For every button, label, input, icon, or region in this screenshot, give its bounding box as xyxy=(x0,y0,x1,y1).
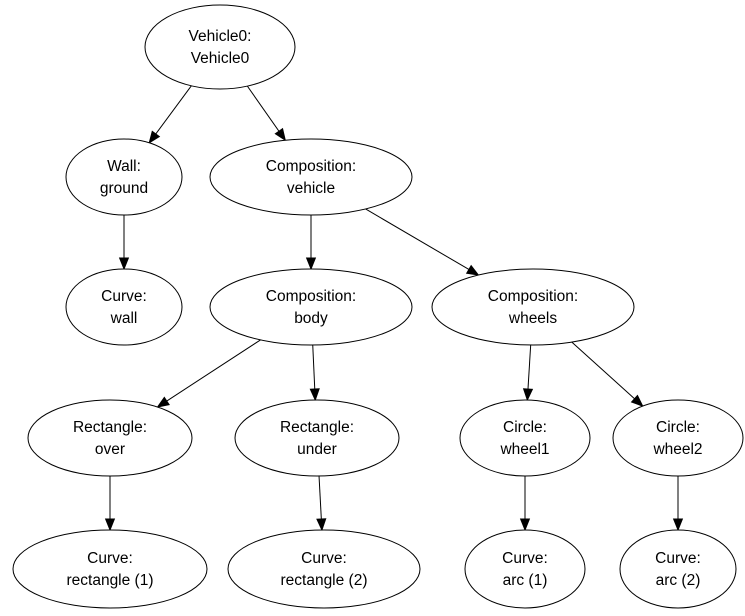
edge-arrowhead-circle-wheel2 xyxy=(630,394,644,408)
edge-arrowhead-circle-wheel1 xyxy=(522,388,534,402)
graph-node-curve-rectangle-1[interactable]: Curve: rectangle (1) xyxy=(12,529,208,609)
edge-vehicle0-to-composition-vehicle xyxy=(246,85,280,132)
node-ellipse-circle-wheel1[interactable] xyxy=(459,399,591,477)
node-label-name-composition-vehicle: vehicle xyxy=(287,180,335,197)
edge-arrowhead-wall-ground xyxy=(148,130,161,144)
edges-layer xyxy=(104,85,684,532)
nodes-layer: Vehicle0:Vehicle0Wall:groundComposition:… xyxy=(12,4,744,609)
graph-node-curve-wall[interactable]: Curve: wall xyxy=(65,268,183,346)
node-ellipse-curve-rectangle-1[interactable] xyxy=(12,529,208,609)
edge-composition-wheels-to-circle-wheel1 xyxy=(527,344,532,390)
graph-node-composition-body[interactable]: Composition: body xyxy=(209,268,413,346)
node-label-type-rectangle-over: Rectangle: xyxy=(73,419,147,436)
graph-node-curve-arc-2[interactable]: Curve: arc (2) xyxy=(619,529,737,609)
node-ellipse-curve-arc-1[interactable] xyxy=(464,529,586,609)
node-ellipse-composition-body[interactable] xyxy=(209,268,413,346)
graph-node-rectangle-under[interactable]: Rectangle: under xyxy=(234,399,400,477)
node-label-type-curve-arc-1: Curve: xyxy=(502,550,548,567)
graph-node-curve-rectangle-2[interactable]: Curve: rectangle (2) xyxy=(227,529,421,609)
edge-arrowhead-composition-vehicle xyxy=(274,127,287,142)
node-ellipse-composition-vehicle[interactable] xyxy=(209,138,413,216)
edge-arrowhead-composition-body xyxy=(305,257,317,271)
edge-arrowhead-curve-arc-1 xyxy=(519,518,531,532)
edge-composition-body-to-rectangle-under xyxy=(312,344,316,390)
node-label-type-composition-vehicle: Composition: xyxy=(266,158,356,175)
node-label-name-curve-wall: wall xyxy=(110,310,138,327)
node-label-name-curve-arc-2: arc (2) xyxy=(656,572,701,589)
edge-arrowhead-curve-arc-2 xyxy=(672,518,684,532)
edge-arrowhead-rectangle-over xyxy=(156,396,170,408)
node-ellipse-curve-arc-2[interactable] xyxy=(619,529,737,609)
graph-node-curve-arc-1[interactable]: Curve: arc (1) xyxy=(464,529,586,609)
node-label-name-circle-wheel2: wheel2 xyxy=(652,441,702,458)
node-label-name-curve-rectangle-2: rectangle (2) xyxy=(280,572,367,589)
graph-node-composition-vehicle[interactable]: Composition: vehicle xyxy=(209,138,413,216)
node-ellipse-curve-wall[interactable] xyxy=(65,268,183,346)
edge-arrowhead-curve-wall xyxy=(118,257,130,271)
edge-arrowhead-rectangle-under xyxy=(309,388,320,402)
node-label-type-composition-wheels: Composition: xyxy=(488,288,578,305)
graph-node-composition-wheels[interactable]: Composition: wheels xyxy=(431,268,635,346)
edge-composition-wheels-to-circle-wheel2 xyxy=(571,341,635,400)
node-ellipse-wall-ground[interactable] xyxy=(65,138,183,216)
node-ellipse-vehicle0[interactable] xyxy=(144,4,296,90)
graph-node-wall-ground[interactable]: Wall: ground xyxy=(65,138,183,216)
edge-arrowhead-curve-rectangle-2 xyxy=(316,518,327,532)
graph-node-circle-wheel2[interactable]: Circle: wheel2 xyxy=(612,399,744,477)
node-ellipse-circle-wheel2[interactable] xyxy=(612,399,744,477)
node-label-type-vehicle0: Vehicle0: xyxy=(189,28,252,45)
node-label-type-curve-rectangle-1: Curve: xyxy=(87,550,133,567)
node-label-name-curve-arc-1: arc (1) xyxy=(503,572,548,589)
node-label-name-composition-body: body xyxy=(294,310,328,327)
node-label-type-circle-wheel1: Circle: xyxy=(503,419,547,436)
node-ellipse-curve-rectangle-2[interactable] xyxy=(227,529,421,609)
edge-arrowhead-curve-rectangle-1 xyxy=(104,518,116,532)
node-label-type-circle-wheel2: Circle: xyxy=(656,419,700,436)
node-ellipse-rectangle-over[interactable] xyxy=(27,399,193,477)
node-label-name-composition-wheels: wheels xyxy=(508,310,557,327)
edge-composition-body-to-rectangle-over xyxy=(166,339,261,402)
graph-node-circle-wheel1[interactable]: Circle: wheel1 xyxy=(459,399,591,477)
node-label-name-curve-rectangle-1: rectangle (1) xyxy=(66,572,153,589)
node-ellipse-composition-wheels[interactable] xyxy=(431,268,635,346)
edge-rectangle-under-to-curve-rectangle-2 xyxy=(318,475,322,520)
edge-vehicle0-to-wall-ground xyxy=(155,85,192,135)
node-label-name-vehicle0: Vehicle0 xyxy=(191,50,250,67)
node-label-name-rectangle-under: under xyxy=(297,441,337,458)
graph-node-rectangle-over[interactable]: Rectangle: over xyxy=(27,399,193,477)
node-ellipse-rectangle-under[interactable] xyxy=(234,399,400,477)
node-label-type-rectangle-under: Rectangle: xyxy=(280,419,354,436)
node-label-name-rectangle-over: over xyxy=(95,441,125,458)
node-label-type-curve-arc-2: Curve: xyxy=(655,550,701,567)
edge-composition-vehicle-to-composition-wheels xyxy=(365,208,470,270)
node-label-type-wall-ground: Wall: xyxy=(107,158,141,175)
graph-node-vehicle0[interactable]: Vehicle0: Vehicle0 xyxy=(144,4,296,90)
node-label-name-circle-wheel1: wheel1 xyxy=(499,441,549,458)
node-label-type-curve-wall: Curve: xyxy=(101,288,147,305)
edge-arrowhead-composition-wheels xyxy=(465,264,480,276)
node-label-name-wall-ground: ground xyxy=(100,180,148,197)
node-label-type-composition-body: Composition: xyxy=(266,288,356,305)
node-label-type-curve-rectangle-2: Curve: xyxy=(301,550,347,567)
